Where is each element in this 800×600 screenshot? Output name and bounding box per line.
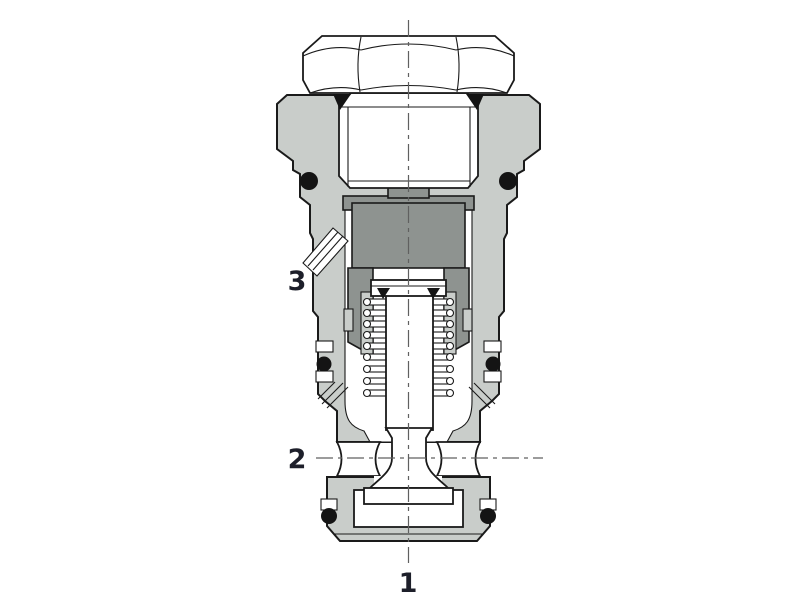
channel-wall-line <box>307 231 339 267</box>
drill-marks <box>317 381 496 409</box>
piston-port-left <box>343 308 354 332</box>
poppet-stem <box>385 290 434 431</box>
piston-port-right <box>462 308 473 332</box>
seals <box>300 94 517 524</box>
retainer-seal-right <box>427 288 440 299</box>
poppet <box>363 290 454 505</box>
backup-ring <box>483 340 502 353</box>
oring-mid-right <box>485 356 501 372</box>
body-waist-left <box>335 441 382 477</box>
oring-upper-right <box>499 172 517 190</box>
port-labels: 3 2 1 <box>288 266 418 599</box>
port-1-label: 1 <box>399 568 418 599</box>
centerlines <box>316 20 543 563</box>
backup-ring <box>315 370 334 383</box>
oring-lower-left <box>321 508 337 524</box>
oring-lower-right <box>480 508 496 524</box>
channel-wall-line <box>312 235 344 271</box>
port-3-channel <box>302 227 349 277</box>
oring-mid-left <box>316 356 332 372</box>
nut-seal-right <box>466 94 484 110</box>
retainer-seal-left <box>377 288 390 299</box>
backup-ring <box>483 370 502 383</box>
port-3-label: 3 <box>288 266 307 297</box>
oring-upper-left <box>300 172 318 190</box>
body-waist-right <box>435 441 482 477</box>
nut-seal-left <box>333 94 351 110</box>
port-2-label: 2 <box>288 444 307 475</box>
backup-ring <box>315 340 334 353</box>
